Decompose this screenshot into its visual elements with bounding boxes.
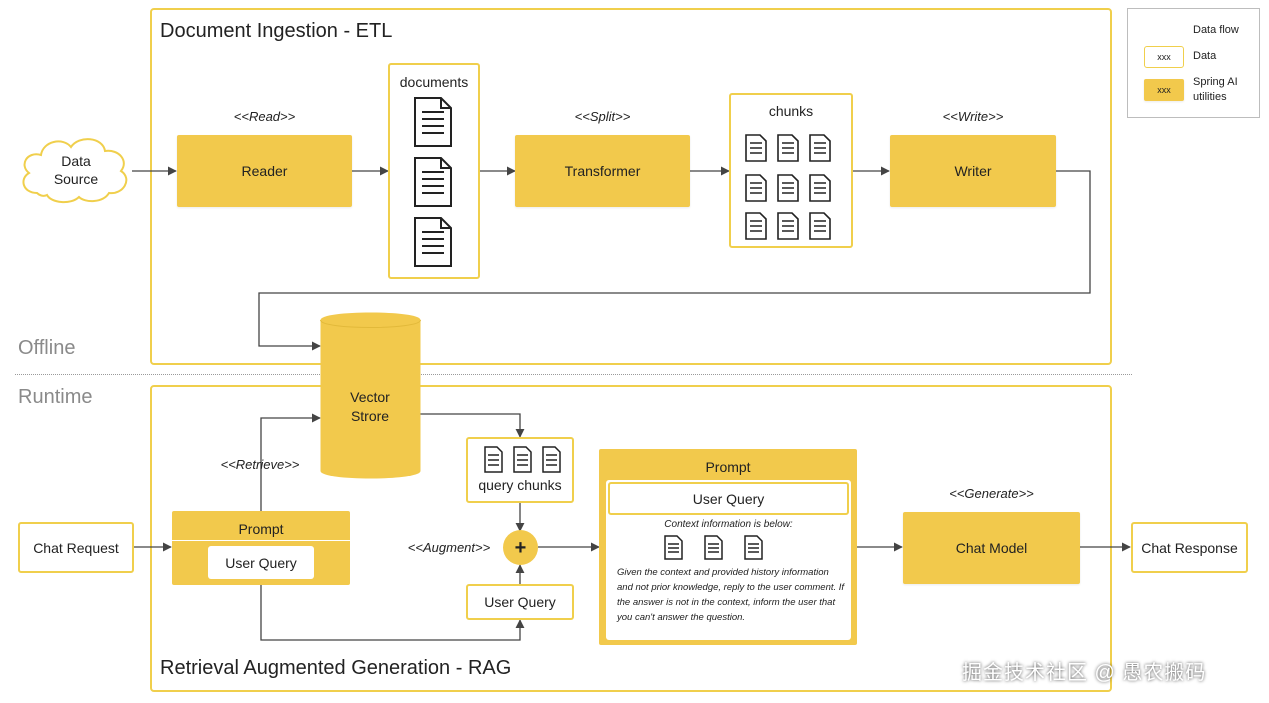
chunk-icon: [809, 174, 831, 202]
prompt-header-divider: [172, 540, 350, 541]
chunk-icon: [777, 174, 799, 202]
query-chunks-label: query chunks: [478, 477, 562, 493]
arrow-prompt-vectorstore: [260, 413, 321, 511]
legend-data-sample: xxx: [1144, 46, 1184, 68]
watermark: 掘金技术社区 @ 愚农搬码: [962, 662, 1207, 684]
chunk-icon: [542, 446, 561, 473]
vector-store-label: Vector Strore: [350, 389, 390, 424]
chat-model-box: Chat Model: [903, 512, 1080, 584]
transformer-box: Transformer: [515, 135, 690, 207]
legend-data-flow-label: Data flow: [1193, 24, 1239, 36]
write-stereotype: <<Write>>: [942, 109, 1004, 124]
prompt-user-query: User Query: [208, 546, 314, 579]
final-prompt-body: [606, 480, 851, 640]
document-icon: [414, 217, 452, 267]
chat-request-box: Chat Request: [18, 522, 134, 573]
retrieve-stereotype: <<Retrieve>>: [220, 457, 300, 472]
chunks-grid: [745, 134, 831, 240]
document-icon: [414, 97, 452, 147]
context-instructions: Given the context and provided history i…: [617, 567, 845, 623]
etl-section-title: Document Ingestion - ETL: [160, 20, 393, 42]
query-chunk-icons: [484, 446, 561, 473]
context-heading: Context information is below:: [664, 519, 793, 530]
chunk-icon: [809, 212, 831, 240]
data-source-label: Data Source: [53, 153, 99, 187]
user-query-input-box: User Query: [466, 584, 574, 620]
chat-response-box: Chat Response: [1131, 522, 1248, 573]
chunk-icon: [745, 174, 767, 202]
chunk-icon: [777, 134, 799, 162]
augment-plus-circle: +: [503, 530, 538, 565]
final-prompt-user-query: User Query: [608, 482, 849, 515]
reader-box: Reader: [177, 135, 352, 207]
chunk-icon: [745, 212, 767, 240]
context-chunk-icons: [664, 535, 763, 560]
read-stereotype: <<Read>>: [233, 109, 296, 124]
offline-label: Offline: [18, 337, 76, 359]
legend-utility-sample: xxx: [1144, 79, 1184, 101]
chunk-icon: [744, 535, 763, 560]
chunks-label: chunks: [768, 103, 814, 119]
chunk-icon: [777, 212, 799, 240]
chunk-icon: [664, 535, 683, 560]
augment-stereotype: <<Augment>>: [407, 540, 491, 555]
final-prompt-header: Prompt: [705, 459, 751, 475]
split-stereotype: <<Split>>: [574, 109, 631, 124]
prompt-header: Prompt: [238, 521, 284, 537]
arrow-prompt-userquery: [260, 585, 525, 641]
chunk-icon: [513, 446, 532, 473]
document-icon: [414, 157, 452, 207]
documents-label: documents: [399, 74, 469, 90]
chunk-icon: [745, 134, 767, 162]
chunk-icon: [484, 446, 503, 473]
arrow-writer-vectorstore: [258, 170, 1091, 351]
data-source-cloud: [22, 138, 128, 203]
writer-box: Writer: [890, 135, 1056, 207]
generate-stereotype: <<Generate>>: [949, 486, 1034, 501]
offline-runtime-divider: [15, 374, 1132, 375]
runtime-label: Runtime: [18, 386, 93, 408]
arrow-vectorstore-querychunks: [420, 413, 525, 438]
legend-utility-label: Spring AI utilities: [1193, 76, 1238, 103]
vector-store-cylinder: [320, 312, 421, 479]
chunk-icon: [704, 535, 723, 560]
chunk-icon: [809, 134, 831, 162]
legend-data-label: Data: [1193, 50, 1217, 62]
rag-section-title: Retrieval Augmented Generation - RAG: [160, 657, 512, 679]
